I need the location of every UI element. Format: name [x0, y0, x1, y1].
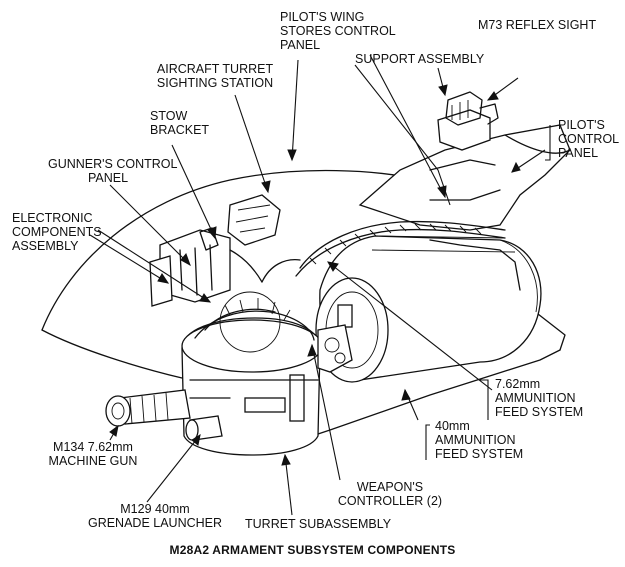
label-pilots-control-panel: PILOT'S CONTROL PANEL — [558, 118, 619, 160]
label-40mm-ammunition-feed-system: 40mm AMMUNITION FEED SYSTEM — [435, 419, 523, 461]
label-line: CONTROLLER (2) — [337, 494, 443, 508]
label-line: 40mm — [435, 419, 470, 433]
label-gunners-control-panel: GUNNER'S CONTROL PANEL — [48, 157, 178, 185]
leader-lines — [89, 54, 551, 516]
label-line: FEED SYSTEM — [435, 447, 524, 461]
arrowheads — [109, 84, 521, 466]
label-m129-grenade-launcher: M129 40mm GRENADE LAUNCHER — [80, 502, 230, 530]
label-line: FEED SYSTEM — [495, 405, 584, 419]
label-support-assembly: SUPPORT ASSEMBLY — [355, 52, 484, 66]
label-line: ELECTRONIC — [12, 211, 93, 225]
label-line: M129 40mm — [120, 502, 190, 516]
label-line: 7.62mm — [495, 377, 541, 391]
feed-chutes — [295, 220, 521, 291]
label-line: M73 REFLEX SIGHT — [478, 18, 597, 32]
grenade-launcher — [185, 415, 223, 441]
label-line: PILOT'S — [558, 118, 605, 132]
label-stow-bracket: STOW BRACKET — [150, 109, 209, 137]
label-line: SIGHTING STATION — [156, 76, 274, 90]
label-line: STORES CONTROL — [280, 24, 396, 38]
label-line: PANEL — [87, 171, 129, 185]
label-aircraft-turret-sighting-station: AIRCRAFT TURRET SIGHTING STATION — [150, 62, 280, 90]
label-line: COMPONENTS — [12, 225, 102, 239]
label-line: PANEL — [280, 38, 321, 52]
label-line: CONTROL — [558, 132, 620, 146]
label-line: AMMUNITION — [495, 391, 576, 405]
label-line: M134 7.62mm — [53, 440, 133, 454]
label-line: BRACKET — [150, 123, 210, 137]
label-line: GRENADE LAUNCHER — [87, 516, 223, 530]
pilot-station-housing — [358, 91, 571, 231]
label-line: MACHINE GUN — [48, 454, 138, 468]
label-electronic-components-assembly: ELECTRONIC COMPONENTS ASSEMBLY — [12, 211, 102, 253]
label-line: PILOT'S WING — [280, 10, 365, 24]
label-line: GUNNER'S CONTROL — [48, 157, 178, 171]
label-m134-machine-gun: M134 7.62mm MACHINE GUN — [38, 440, 148, 468]
label-turret-subassembly: TURRET SUBASSEMBLY — [245, 517, 391, 531]
label-line: PANEL — [558, 146, 599, 160]
label-weapons-controller: WEAPON'S CONTROLLER (2) — [330, 480, 450, 508]
label-line: ASSEMBLY — [12, 239, 79, 253]
label-m73-reflex-sight: M73 REFLEX SIGHT — [478, 18, 596, 32]
label-line: STOW — [150, 109, 188, 123]
gunner-station — [149, 194, 301, 307]
machine-gun — [105, 389, 191, 427]
figure-caption: M28A2 ARMAMENT SUBSYSTEM COMPONENTS — [169, 543, 456, 557]
label-line: TURRET SUBASSEMBLY — [245, 517, 392, 531]
label-pilots-wing-stores-control-panel: PILOT'S WING STORES CONTROL PANEL — [280, 10, 396, 52]
label-line: AIRCRAFT TURRET — [156, 62, 274, 76]
label-line: SUPPORT ASSEMBLY — [355, 52, 485, 66]
label-762-ammunition-feed-system: 7.62mm AMMUNITION FEED SYSTEM — [495, 377, 583, 419]
label-line: AMMUNITION — [435, 433, 516, 447]
label-line: WEAPON'S — [356, 480, 424, 494]
